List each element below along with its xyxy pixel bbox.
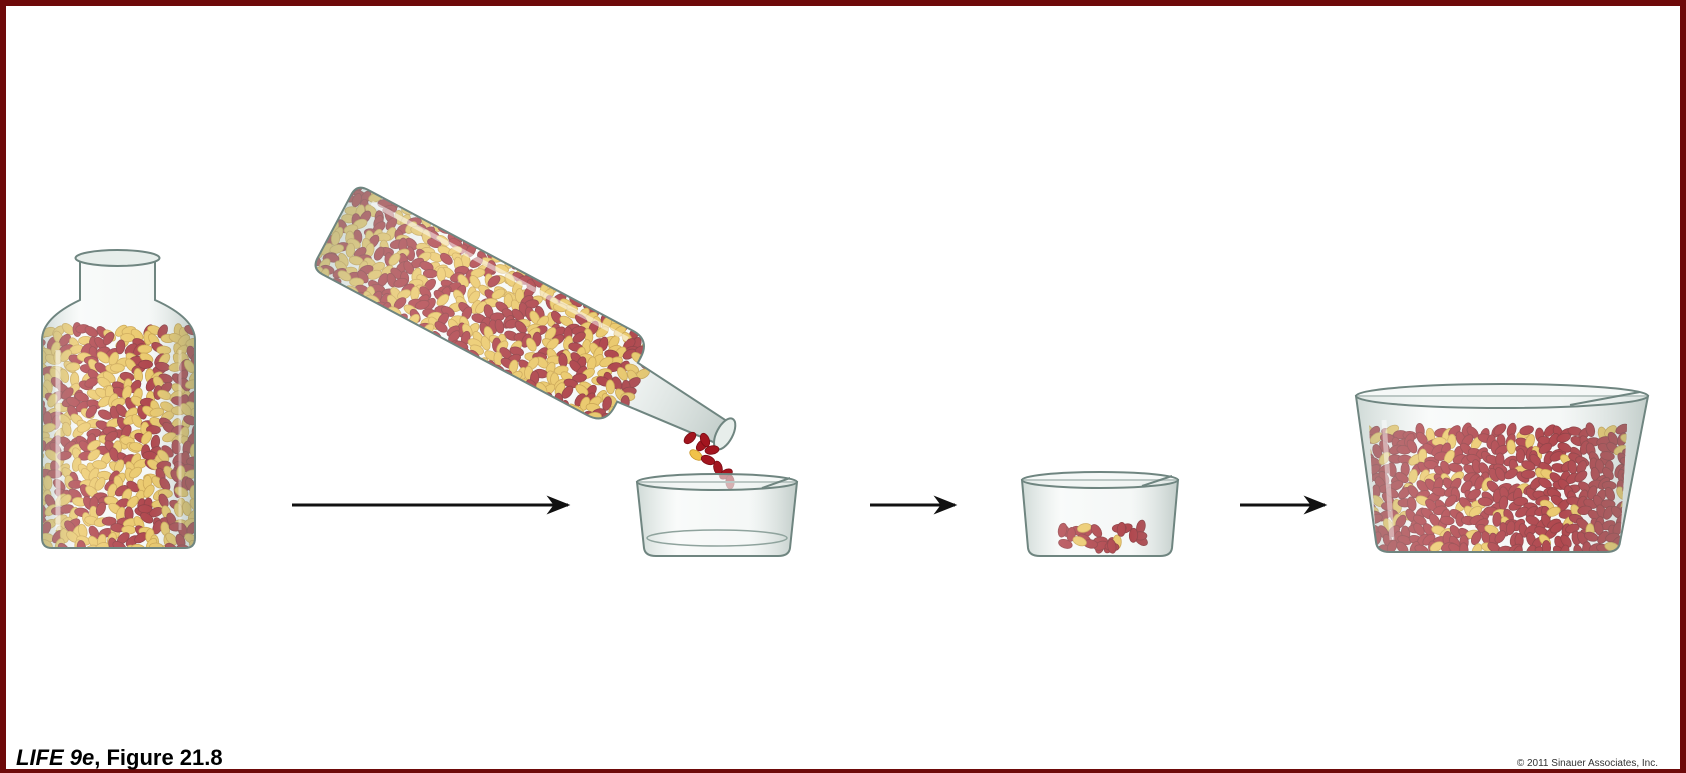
red-bean xyxy=(615,407,631,423)
copyright-notice: © 2011 Sinauer Associates, Inc. xyxy=(1517,758,1658,769)
red-bean xyxy=(1618,543,1634,557)
red-bean xyxy=(298,264,314,276)
red-bean xyxy=(1362,528,1370,542)
yellow-bean xyxy=(604,419,620,432)
empty-beaker-icon xyxy=(637,474,797,556)
yellow-bean xyxy=(646,327,658,343)
bean-bottle-icon xyxy=(29,250,203,558)
red-bean xyxy=(1360,517,1373,533)
yellow-bean xyxy=(653,338,662,352)
red-bean xyxy=(32,535,43,550)
large-beaker-icon xyxy=(1356,384,1648,561)
red-bean xyxy=(1623,529,1638,545)
small-sample-beaker-icon xyxy=(1022,472,1178,556)
caption-book-title: LIFE 9e xyxy=(16,745,94,770)
red-bean xyxy=(610,412,626,427)
red-bean xyxy=(650,340,663,356)
figure-caption: LIFE 9e, Figure 21.8 xyxy=(16,745,223,771)
yellow-bean xyxy=(32,368,42,383)
red-bean xyxy=(643,349,659,364)
red-bean xyxy=(1361,534,1375,550)
caption-figure-number: , Figure 21.8 xyxy=(94,745,222,770)
